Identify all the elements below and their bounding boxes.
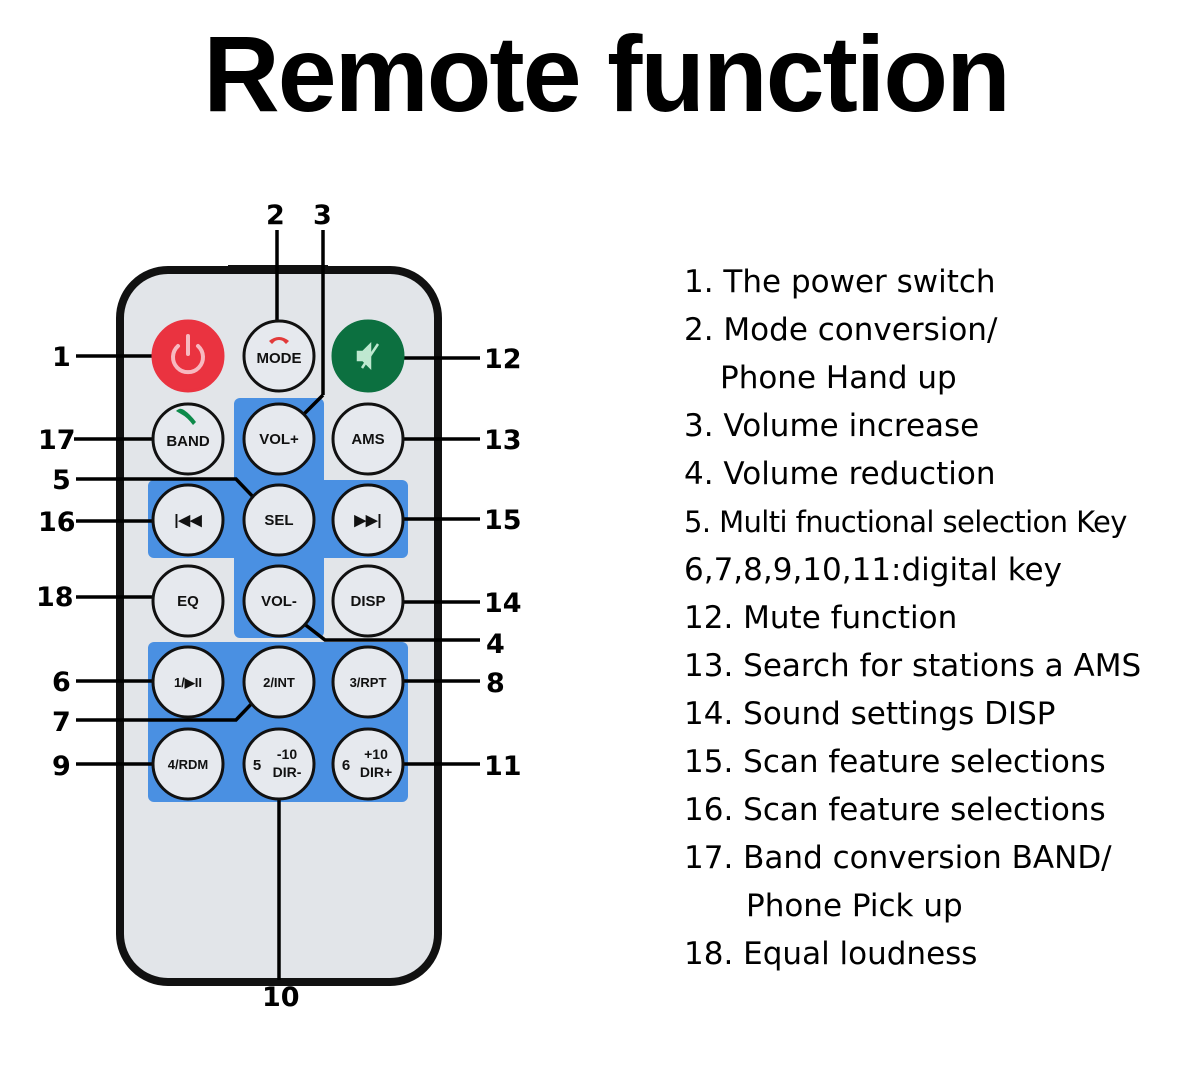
callout-number: 13: [484, 425, 522, 456]
button-label: EQ: [177, 593, 199, 610]
legend-item: 17. Band conversion BAND/: [684, 840, 1112, 876]
button-label: 4/RDM: [168, 757, 208, 772]
legend-item: Phone Pick up: [746, 888, 963, 924]
button-label: DISP: [350, 593, 385, 610]
callout-number: 5: [52, 465, 71, 496]
callout-number: 3: [313, 200, 332, 231]
leader-lines: [74, 230, 480, 980]
key4-button[interactable]: 4/RDM: [151, 727, 225, 801]
power-button[interactable]: [151, 319, 225, 393]
skip-previous-icon: |◀◀: [174, 512, 202, 529]
legend-item: 12. Mute function: [684, 600, 958, 636]
legend-item: 1. The power switch: [684, 264, 996, 300]
callout-number: 7: [52, 707, 71, 738]
button-label: AMS: [351, 431, 384, 448]
legend-item: 5. Multi fnuctional selection Key: [684, 505, 1127, 539]
next-button[interactable]: ▶▶|: [331, 483, 405, 557]
button-label: 3/RPT: [350, 675, 387, 690]
phone-pickup-icon: BAND: [166, 433, 209, 450]
vol-plus-button[interactable]: VOL+: [242, 402, 316, 476]
eq-button[interactable]: EQ: [151, 564, 225, 638]
callout-number: 16: [38, 507, 76, 538]
button-label: SEL: [264, 512, 293, 529]
mute-icon: [356, 341, 380, 371]
legend-item: 18. Equal loudness: [684, 936, 978, 972]
callout-number: 15: [484, 505, 522, 536]
key1-button[interactable]: 1/▶II: [151, 645, 225, 719]
button-label: 1/▶II: [174, 675, 202, 690]
button-label: 5: [253, 757, 261, 774]
callout-number: 12: [484, 344, 522, 375]
phone-pickup-icon: [176, 408, 196, 425]
power-icon: [171, 334, 205, 375]
button-sublabel-top: -10: [277, 746, 297, 762]
callout-number: 2: [266, 200, 285, 231]
vol-minus-button[interactable]: VOL-: [242, 564, 316, 638]
callout-number: 10: [262, 982, 300, 1013]
button-label: 6: [342, 757, 350, 774]
callout-number: 11: [484, 751, 522, 782]
skip-next-icon: ▶▶|: [353, 512, 381, 529]
legend-item: 6,7,8,9,10,11:digital key: [684, 552, 1062, 588]
prev-button[interactable]: |◀◀: [151, 483, 225, 557]
callout-number: 14: [484, 588, 522, 619]
callout-number: 17: [38, 425, 76, 456]
key2-button[interactable]: 2/INT: [242, 645, 316, 719]
button-label: VOL+: [259, 431, 299, 448]
legend-list: 1. The power switch 2. Mode conversion/ …: [684, 258, 1141, 978]
callout-number: 1: [52, 342, 71, 373]
callout-number: 6: [52, 667, 71, 698]
button-sublabel-bottom: DIR+: [360, 764, 392, 780]
button-label: VOL-: [261, 593, 297, 610]
disp-button[interactable]: DISP: [331, 564, 405, 638]
mute-button[interactable]: [331, 319, 405, 393]
band-button[interactable]: BAND: [151, 402, 225, 476]
legend-item: 4. Volume reduction: [684, 456, 996, 492]
button-sublabel-bottom: DIR-: [273, 764, 302, 780]
legend-item: 16. Scan feature selections: [684, 792, 1106, 828]
callout-number: 9: [52, 751, 71, 782]
legend-item: Phone Hand up: [720, 360, 957, 396]
key3-button[interactable]: 3/RPT: [331, 645, 405, 719]
page-title: Remote function: [203, 13, 1011, 134]
button-sublabel-top: +10: [364, 746, 388, 762]
callout-number: 18: [36, 582, 74, 613]
legend-item: 15. Scan feature selections: [684, 744, 1106, 780]
callout-number: 8: [486, 668, 505, 699]
legend-item: 2. Mode conversion/: [684, 312, 998, 348]
phone-hangup-icon: [269, 337, 289, 344]
legend-item: 13. Search for stations a AMS: [684, 648, 1142, 684]
mode-button[interactable]: MODE: [242, 319, 316, 393]
callout-number: 4: [486, 629, 505, 660]
legend-item: 3. Volume increase: [684, 408, 980, 444]
ams-button[interactable]: AMS: [331, 402, 405, 476]
legend-item: 14. Sound settings DISP: [684, 696, 1056, 732]
phone-hangup-icon: MODE: [257, 350, 302, 367]
sel-button[interactable]: SEL: [242, 483, 316, 557]
button-label: 2/INT: [263, 675, 295, 690]
